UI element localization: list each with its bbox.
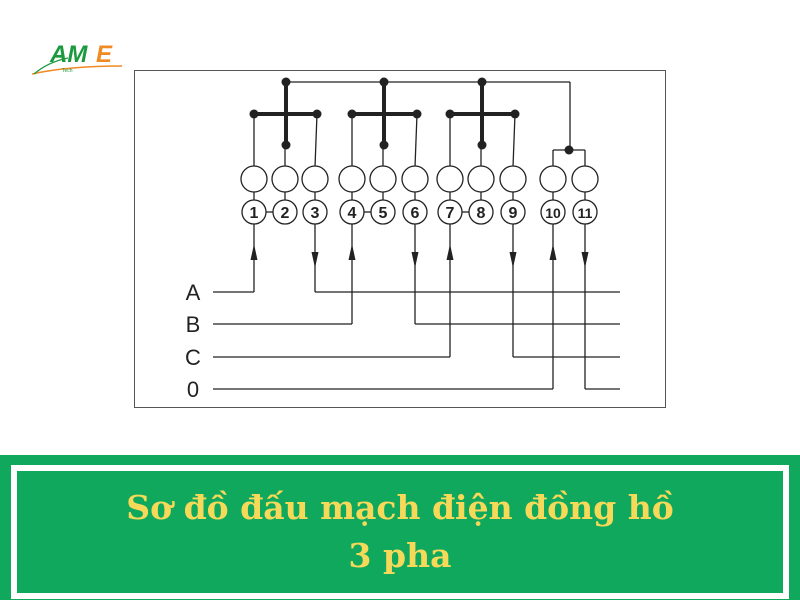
wire	[512, 113, 516, 168]
junction-dot	[281, 77, 291, 87]
terminal-upper-circle	[571, 165, 599, 193]
phase-label-A: A	[186, 280, 201, 305]
terminal-upper-circle	[240, 165, 268, 193]
junction-dot	[379, 140, 389, 150]
terminal-number-10: 10	[545, 205, 561, 221]
junction-dot	[379, 77, 389, 87]
arrow-down-icon	[411, 252, 419, 268]
terminal-upper-circle	[436, 165, 464, 193]
terminal-number-2: 2	[281, 205, 290, 222]
terminal-number-6: 6	[411, 205, 420, 222]
terminal-upper-circle	[499, 165, 527, 193]
neutral-junction-dot	[564, 145, 574, 155]
phase-label-C: C	[185, 345, 201, 370]
terminal-upper-circle	[401, 165, 429, 193]
terminal-number-1: 1	[250, 205, 259, 222]
diagram-frame	[134, 70, 666, 408]
terminal-upper-circle	[539, 165, 567, 193]
arrow-down-icon	[581, 252, 589, 268]
terminal-upper-circle	[301, 165, 329, 193]
junction-dot	[477, 140, 487, 150]
banner-title: Sơ đồ đấu mạch điện đồng hồ 3 pha	[126, 488, 674, 575]
terminal-number-9: 9	[509, 205, 518, 222]
terminal-number-7: 7	[446, 205, 455, 222]
svg-text:Tech: Tech	[62, 68, 73, 74]
arrow-up-icon	[250, 244, 258, 260]
arrow-up-icon	[348, 244, 356, 260]
junction-dot	[477, 77, 487, 87]
title-banner: Sơ đồ đấu mạch điện đồng hồ 3 pha	[0, 455, 800, 600]
terminal-number-4: 4	[348, 205, 357, 222]
wire	[314, 113, 318, 168]
banner-frame: Sơ đồ đấu mạch điện đồng hồ 3 pha	[11, 465, 789, 599]
terminal-upper-circle	[467, 165, 495, 193]
terminal-number-8: 8	[477, 205, 486, 222]
wire	[414, 113, 418, 168]
arrow-down-icon	[311, 252, 319, 268]
svg-text:AM: AM	[49, 41, 88, 68]
phase-label-B: B	[186, 312, 201, 337]
junction-dot	[281, 140, 291, 150]
arrow-up-icon	[549, 244, 557, 260]
terminal-number-5: 5	[379, 205, 388, 222]
terminal-number-3: 3	[311, 205, 320, 222]
terminal-upper-circle	[338, 165, 366, 193]
svg-text:E: E	[96, 41, 113, 68]
terminal-upper-circle	[271, 165, 299, 193]
terminal-upper-circle	[369, 165, 397, 193]
phase-label-0: 0	[187, 377, 199, 402]
terminal-number-11: 11	[578, 205, 593, 221]
ame-tech-logo: AM E Tech	[31, 41, 123, 75]
arrow-up-icon	[446, 244, 454, 260]
arrow-down-icon	[509, 252, 517, 268]
